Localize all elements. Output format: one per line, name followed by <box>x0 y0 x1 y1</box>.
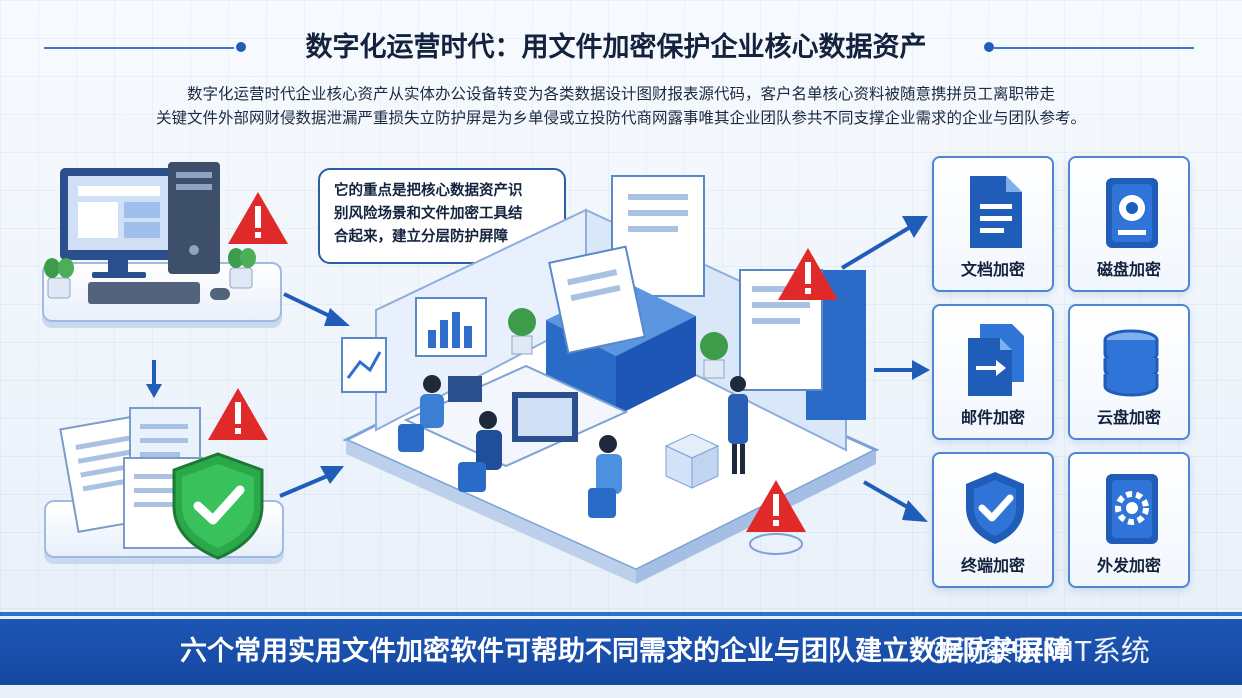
encryption-card-grid: 文档加密 磁盘加密 邮件加密 云盘加密 <box>932 156 1190 590</box>
arrow-right-icon <box>863 480 928 522</box>
title-dot-left <box>236 42 246 52</box>
card-email-encryption[interactable]: 邮件加密 <box>932 304 1054 440</box>
card-document-encryption[interactable]: 文档加密 <box>932 156 1054 292</box>
page-title: 数字化运营时代：用文件加密保护企业核心数据资产 <box>305 32 927 63</box>
bubble-line-2: 别风险场景和文件加密工具结 <box>334 206 523 222</box>
gear-book-icon <box>1106 474 1158 544</box>
central-office-illustration <box>341 175 880 584</box>
email-file-icon <box>968 324 1024 396</box>
bubble-line-3: 合起来，建立分层防护屏障 <box>334 229 508 245</box>
title-row: 数字化运营时代：用文件加密保护企业核心数据资产 <box>0 28 1242 68</box>
card-label: 磁盘加密 <box>1096 260 1161 279</box>
watermark: ＠洞察眼MIT系统 <box>926 636 1150 668</box>
intro-line-2: 关键文件外部网财侵数据泄漏严重损失立防护屏是为乡单侵或立投防代商网露事唯其企业团… <box>155 109 1086 127</box>
arrow-right-icon <box>279 466 344 498</box>
computer-workstation-illustration <box>44 162 256 304</box>
card-disk-encryption[interactable]: 磁盘加密 <box>1068 156 1190 292</box>
card-terminal-encryption[interactable]: 终端加密 <box>932 452 1054 588</box>
disk-lock-icon <box>1106 178 1158 248</box>
card-label: 终端加密 <box>960 556 1025 575</box>
arrow-right-icon <box>283 292 350 326</box>
title-dot-right <box>984 42 994 52</box>
warning-icon <box>208 388 268 440</box>
card-label: 云盘加密 <box>1096 408 1161 427</box>
bubble-line-1: 它的重点是把核心数据资产识 <box>334 183 523 199</box>
warning-icon <box>746 480 806 532</box>
title-line-right <box>994 47 1194 49</box>
bottom-banner: 六个常用实用文件加密软件可帮助不同需求的企业与团队建立数据防护屏障 ＠洞察眼MI… <box>0 619 1242 685</box>
card-label: 邮件加密 <box>960 408 1025 427</box>
cloud-storage-icon <box>1103 329 1159 397</box>
card-label: 文档加密 <box>960 260 1025 279</box>
document-icon <box>970 176 1022 248</box>
warning-icon <box>778 248 838 300</box>
warning-icon <box>228 192 288 244</box>
intro-line-1: 数字化运营时代企业核心资产从实体办公设备转变为各类数据设计图财报表源代码，客户名… <box>186 85 1055 103</box>
banner-text: 六个常用实用文件加密软件可帮助不同需求的企业与团队建立数据防护屏障 <box>180 636 1071 667</box>
down-arrow-icon <box>146 360 162 398</box>
card-label: 外发加密 <box>1096 556 1161 575</box>
intro-paragraph: 数字化运营时代企业核心资产从实体办公设备转变为各类数据设计图财报表源代码，客户名… <box>60 82 1182 130</box>
shield-check-icon <box>966 472 1024 544</box>
card-cloud-disk-encryption[interactable]: 云盘加密 <box>1068 304 1190 440</box>
arrow-right-icon <box>840 216 928 270</box>
arrow-right-icon <box>874 360 930 380</box>
card-outbound-encryption[interactable]: 外发加密 <box>1068 452 1190 588</box>
banner-top-line <box>0 612 1242 616</box>
documents-shield-illustration <box>59 407 264 560</box>
bottom-strip <box>0 685 1242 698</box>
title-line-left <box>44 47 234 49</box>
